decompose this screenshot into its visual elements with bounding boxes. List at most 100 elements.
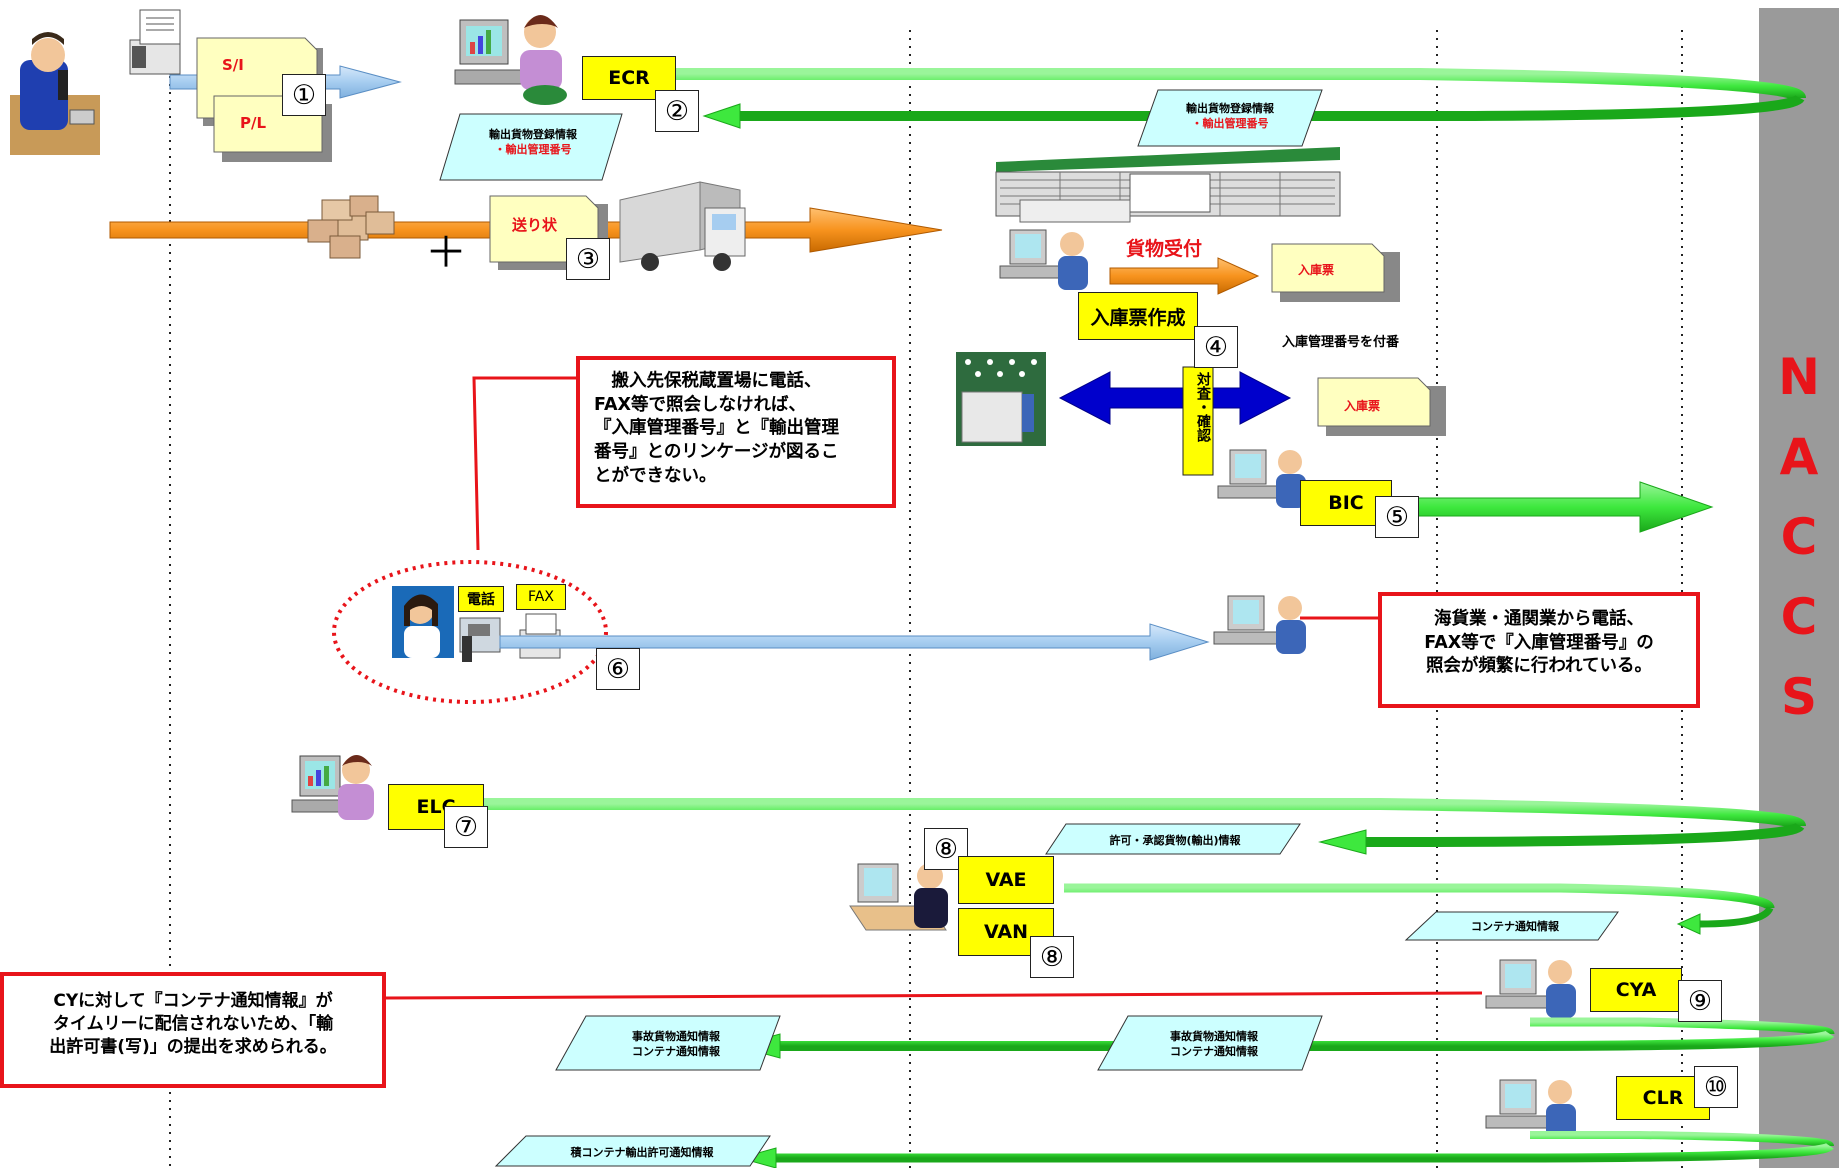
taisho-box: [1182, 366, 1214, 476]
naccs-letter-s: S: [1780, 668, 1817, 726]
warehouse-icon: [995, 147, 1341, 223]
note-inquiry-line1: 海貨業・通関業から電話、: [1434, 609, 1644, 629]
para-seki-text: 積コンテナ輸出許可通知情報: [570, 1146, 714, 1159]
note-linkage-line3: 『入庫管理番号』と『輸出管理: [594, 418, 839, 439]
note-inquiry-line2: FAX等で『入庫管理番号』の: [1424, 632, 1654, 653]
para-jiko-1-text: 事故貨物通知情報 コンテナ通知情報: [586, 1030, 766, 1060]
person-phone-icon: [10, 32, 100, 155]
fax-icon: [129, 9, 181, 75]
warehouse-storage-icon: [956, 352, 1046, 446]
para-seki: [494, 1135, 771, 1167]
pl-label: P/L: [240, 114, 267, 132]
para-jiko-1-line2: コンテナ通知情報: [632, 1044, 720, 1058]
para-jiko-2-line2: コンテナ通知情報: [1170, 1044, 1258, 1058]
para-jiko-1-line1: 事故貨物通知情報: [632, 1030, 720, 1043]
fuban-label: 入庫管理番号を付番: [1282, 335, 1400, 350]
para-jiko-2-line1: 事故貨物通知情報: [1170, 1030, 1258, 1043]
arrow-kamotsu-uketsuke: [1109, 257, 1260, 295]
nyukohyo-document-1: [1271, 243, 1400, 302]
note-linkage-line5: とができない。: [594, 465, 717, 486]
step-8b-number: ⑧: [1030, 936, 1074, 978]
para-yushutsu-1-line1: 輸出貨物登録情報: [489, 128, 577, 141]
step-7-number: ⑦: [444, 806, 488, 848]
note-linkage-line2: FAX等で照会しなければ、: [594, 394, 806, 415]
naccs-letter-n: N: [1778, 348, 1820, 406]
vae-return-arrowhead: [1676, 913, 1701, 935]
operator-phone-icon: [392, 586, 454, 658]
note-inquiry-line3: 照会が頻繁に行われている。: [1425, 656, 1653, 677]
truck-icon: [619, 181, 746, 271]
note-cy-line2: タイムリーに配信されないため、「輸: [52, 1013, 334, 1034]
telephone-icon: [459, 617, 501, 662]
para-yushutsu-2: [1137, 89, 1323, 147]
arrow-bic: [1417, 481, 1714, 533]
para-jiko-1: [555, 1015, 781, 1071]
ecr-loop-outgoing: [650, 68, 1806, 102]
para-container-text: コンテナ通知情報: [1471, 920, 1559, 933]
step-10-number: ⑩: [1694, 1066, 1738, 1108]
para-yushutsu-1-line2: ・輸出管理番号: [494, 142, 572, 156]
phone-fax-ellipse: [332, 560, 608, 704]
woman-computer-icon-2: [291, 755, 374, 820]
boxes-icon: [307, 195, 395, 259]
para-yushutsu-2-text: 輸出貨物登録情報 ・輸出管理番号: [1150, 102, 1310, 132]
note3-connector: [385, 991, 1483, 1000]
para-kyoka-text: 許可・承認貨物(輸出)情報: [1109, 834, 1241, 847]
clerk-computer-icon-2: [1217, 449, 1306, 508]
vae-loop-return: [1699, 906, 1774, 928]
naccs-letter-c1: C: [1780, 508, 1818, 566]
cya-box: CYA: [1590, 968, 1682, 1012]
para-jiko-2: [1097, 1015, 1323, 1071]
clerk-computer-icon-1: [999, 229, 1088, 290]
naccs-letter-a: A: [1779, 428, 1819, 486]
note-linkage-line4: 番号』とのリンケージが図るこ: [594, 441, 839, 462]
para-yushutsu-1: [439, 113, 623, 181]
cya-loop-return: [780, 1029, 1835, 1051]
note-cy-line3: 出許可書(写)」の提出を求められる。: [49, 1036, 337, 1057]
nyukohyo-sakusei-box: 入庫票作成: [1078, 292, 1198, 340]
plus-sign: ＋: [425, 228, 468, 277]
officer-computer-icon: [849, 863, 948, 931]
elc-loop-return: [1366, 822, 1805, 847]
vae-loop-outgoing: [1064, 883, 1775, 910]
note-linkage: 搬入先保税蔵置場に電話、 FAX等で照会しなければ、 『入庫管理番号』と『輸出管…: [576, 356, 896, 508]
double-arrow-blue: [1058, 371, 1292, 425]
nyukohyo-2-label: 入庫票: [1344, 399, 1381, 413]
clerk-computer-icon-3: [1213, 595, 1306, 654]
elc-loop-outgoing: [480, 798, 1806, 830]
note-cy-line1: CYに対して『コンテナ通知情報』が: [53, 991, 333, 1011]
clerk-computer-icon-4: [1485, 959, 1576, 1018]
fax-box: FAX: [516, 584, 566, 610]
step-1-number: ①: [282, 74, 326, 116]
clerk-computer-icon-5: [1485, 1079, 1576, 1138]
vae-box: VAE: [958, 856, 1054, 904]
ecr-loop-return: [740, 94, 1805, 121]
clr-loop-return: [776, 1142, 1834, 1163]
step-3-number: ③: [566, 238, 610, 280]
elc-return-arrowhead: [1318, 829, 1367, 855]
para-yushutsu-1-text: 輸出貨物登録情報 ・輸出管理番号: [458, 128, 608, 158]
step-9-number: ⑨: [1678, 980, 1722, 1022]
denwa-box: 電話: [458, 586, 504, 612]
kamotsu-uketsuke-label: 貨物受付: [1126, 238, 1203, 260]
naccs-letter-c2: C: [1780, 588, 1818, 646]
step-5-number: ⑤: [1375, 496, 1419, 538]
ecr-return-arrowhead: [702, 103, 741, 129]
step-2-number: ②: [655, 90, 699, 132]
para-yushutsu-2-line1: 輸出貨物登録情報: [1186, 102, 1274, 115]
note-cy: CYに対して『コンテナ通知情報』が タイムリーに配信されないため、「輸 出許可書…: [0, 972, 386, 1088]
step-6-number: ⑥: [596, 648, 640, 690]
para-container: [1404, 911, 1619, 941]
para-kyoka: [1045, 823, 1301, 855]
note-inquiry: 海貨業・通関業から電話、 FAX等で『入庫管理番号』の 照会が頻繁に行われている…: [1378, 592, 1700, 708]
para-jiko-2-text: 事故貨物通知情報 コンテナ通知情報: [1124, 1030, 1304, 1060]
taisho-label: 対査・確認: [1195, 372, 1211, 442]
okurijo-label: 送り状: [512, 216, 558, 234]
si-label: S/I: [222, 56, 244, 74]
woman-computer-icon: [454, 15, 567, 105]
para-yushutsu-2-line2: ・輸出管理番号: [1191, 116, 1269, 130]
naccs-bar: [1759, 8, 1839, 1168]
nyukohyo-1-label: 入庫票: [1298, 263, 1335, 277]
